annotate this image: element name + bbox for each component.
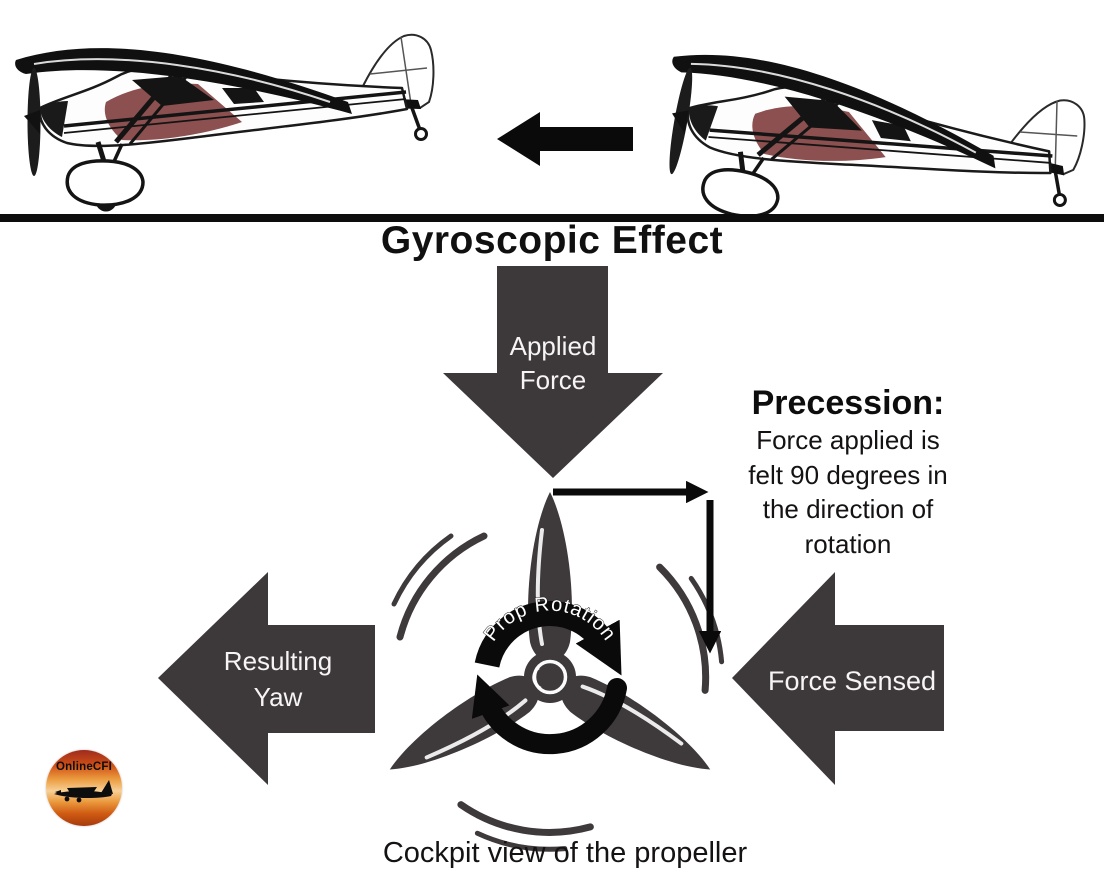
precession-force-path-arrow bbox=[553, 480, 722, 654]
precession-text-block: Precession: Force applied is felt 90 deg… bbox=[700, 383, 996, 561]
aircraft-right-illustration bbox=[648, 0, 1104, 224]
rotation-arrow-bottom-icon bbox=[471, 674, 627, 755]
page-title: Gyroscopic Effect bbox=[380, 219, 724, 262]
logo-airplane-icon bbox=[54, 780, 113, 803]
resulting-yaw-label: Resulting Yaw bbox=[192, 643, 364, 715]
aircraft-left-illustration bbox=[10, 4, 470, 219]
prop-blur-arcs bbox=[391, 532, 725, 852]
ground-line bbox=[0, 214, 1104, 222]
precession-heading: Precession: bbox=[751, 384, 945, 422]
prop-hub bbox=[524, 651, 576, 703]
precession-line: the direction of bbox=[762, 494, 934, 524]
rotation-arrow-top-icon bbox=[474, 601, 622, 676]
force-sensed-arrow-icon bbox=[732, 572, 944, 785]
precession-line: rotation bbox=[804, 528, 892, 559]
resulting-yaw-line2: Yaw bbox=[253, 682, 303, 712]
propeller-illustration: Prop Rotation bbox=[389, 492, 725, 852]
force-sensed-label: Force Sensed bbox=[767, 666, 937, 696]
applied-force-arrow-icon bbox=[443, 266, 663, 478]
caption: Cockpit view of the propeller bbox=[382, 837, 748, 869]
logo-text: OnlineCFI bbox=[55, 761, 113, 773]
precession-line: Force applied is bbox=[756, 425, 940, 455]
precession-line: felt 90 degrees in bbox=[748, 459, 948, 490]
applied-force-line1: Applied bbox=[509, 331, 597, 361]
direction-left-arrow-icon bbox=[497, 112, 633, 166]
applied-force-label: Applied Force bbox=[443, 329, 663, 397]
onlinecfi-logo: OnlineCFI bbox=[46, 750, 122, 826]
applied-force-line2: Force bbox=[519, 365, 587, 395]
resulting-yaw-line1: Resulting bbox=[223, 646, 333, 676]
resulting-yaw-arrow-icon bbox=[158, 572, 375, 785]
